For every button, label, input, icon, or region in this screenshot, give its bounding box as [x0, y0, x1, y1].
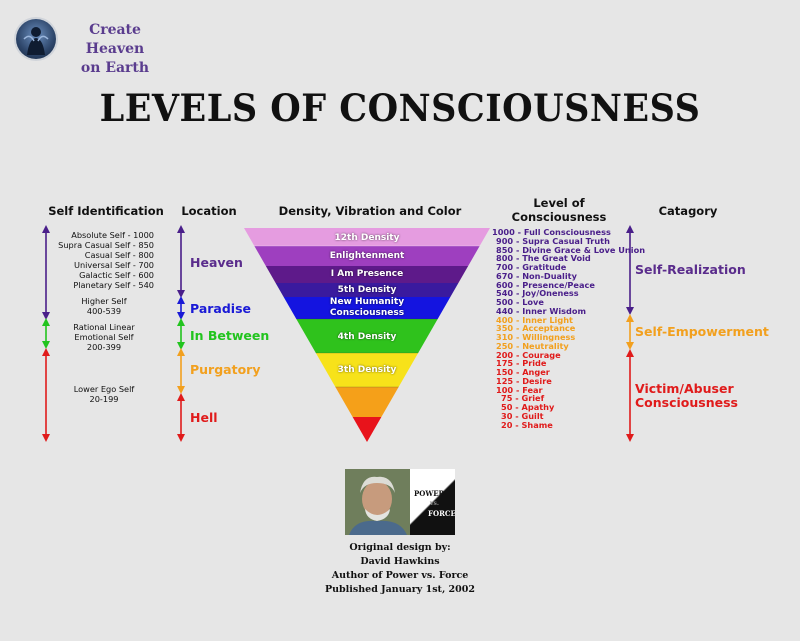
level-item: 30 - Guilt [501, 410, 544, 421]
credit-line-2: David Hawkins [360, 556, 440, 567]
density-band-12th [244, 228, 490, 246]
level-item: 200 - Courage [496, 349, 561, 360]
location-hell: Hell [190, 410, 218, 425]
brand-name: Create Heaven on Earth [60, 21, 170, 78]
category-self-empowerment: Self-Empowerment [635, 325, 769, 339]
level-item: 600 - Presence/Peace [496, 279, 595, 290]
self-id-line: Rational Linear [73, 322, 135, 332]
self-id-line: Absolute Self - 1000 [71, 230, 154, 240]
self-id-line: 400-539 [86, 306, 122, 316]
level-item: 800 - The Great Void [496, 253, 591, 264]
credit-line-3: Author of Power vs. Force [331, 570, 469, 581]
self-identification-group-2: Higher Self 400-539 [54, 296, 154, 316]
density-band-i-am-presence [244, 266, 490, 283]
density-band-enlightenment [244, 246, 490, 266]
level-item: 310 - Willingness [496, 332, 576, 342]
category-line: Consciousness [635, 395, 738, 410]
density-band-new-humanity [244, 297, 490, 319]
brand-line-2: on Earth [80, 60, 150, 76]
self-id-line: Lower Ego Self [73, 384, 135, 394]
self-id-line: Supra Casual Self - 850 [58, 240, 154, 250]
density-label-new-humanity: New Humanity [329, 297, 405, 307]
category-self-realization: Self-Realization [635, 263, 746, 277]
self-identification-group-1: Absolute Self - 1000 Supra Casual Self -… [50, 230, 154, 290]
level-item: 670 - Non-Duality [496, 270, 577, 281]
brand-logo-icon [16, 19, 56, 59]
level-item: 175 - Pride [496, 358, 547, 369]
self-id-line: Emotional Self [74, 332, 134, 342]
category-line: Self-Realization [635, 262, 746, 277]
density-label-12th: 12th Density [334, 233, 400, 243]
column-header-density: Density, Vibration and Color [278, 204, 462, 218]
self-id-line: Casual Self - 800 [84, 250, 154, 260]
self-id-line: 20-199 [89, 394, 119, 404]
self-identification-group-3: Rational Linear Emotional Self 200-399 [54, 322, 154, 352]
self-id-line: Universal Self - 700 [73, 260, 154, 270]
level-item: 850 - Divine Grace & Love Union [496, 244, 646, 255]
levels-list: 1000 - Full Consciousness 900 - Supra Ca… [492, 228, 645, 429]
location-in-between: In Between [190, 328, 270, 343]
category-line: Victim/Abuser [635, 381, 734, 396]
density-label-i-am-presence: I Am Presence [330, 269, 404, 279]
location-heaven: Heaven [190, 255, 243, 270]
level-item: 20 - Shame [501, 419, 553, 430]
credit-line-4: Published January 1st, 2002 [324, 584, 475, 595]
level-item: 150 - Anger [496, 367, 550, 377]
page-title: LEVELS OF CONSCIOUSNESS [99, 86, 701, 131]
density-band-red [244, 417, 490, 442]
category-line: Self-Empowerment [635, 324, 769, 339]
column-header-category: Catagory [658, 204, 718, 218]
level-item: 75 - Grief [501, 393, 545, 404]
density-label-consciousness: Consciousness [329, 308, 405, 318]
level-item: 125 - Desire [496, 375, 552, 386]
book-title-word-1: POWER [414, 489, 445, 498]
credit-block: Original design by: David Hawkins Author… [300, 541, 500, 597]
self-id-line: 200-399 [86, 342, 122, 352]
credit-line-1: Original design by: [349, 542, 451, 553]
category-victim-abuser: Victim/Abuser Consciousness [635, 382, 738, 410]
book-title-word-2: vs. [430, 500, 439, 507]
density-band-5th [244, 283, 490, 297]
density-band-orange [244, 387, 490, 417]
column-header-level: Level of Consciousness [496, 196, 622, 224]
level-item: 400 - Inner Light [496, 314, 573, 325]
book-title-word-3: FORCE [428, 509, 455, 518]
column-header-level-line-1: Level of [533, 196, 585, 210]
level-item: 50 - Apathy [501, 402, 555, 412]
level-item: 100 - Fear [496, 384, 543, 395]
column-header-self-identification: Self Identification [48, 204, 164, 218]
density-label-3th: 3th Density [337, 365, 397, 375]
self-id-line: Galactic Self - 600 [79, 270, 154, 280]
level-item: 700 - Gratitude [496, 262, 567, 272]
book-cover: POWER vs. FORCE [410, 469, 455, 535]
density-label-5th: 5th Density [337, 285, 397, 295]
level-item: 540 - Joy/Oneness [496, 288, 579, 299]
self-id-line: Planetary Self - 540 [73, 280, 154, 290]
column-header-location: Location [181, 204, 237, 218]
level-item: 900 - Supra Casual Truth [496, 235, 610, 246]
portrait-photo [345, 469, 410, 535]
self-id-line: Higher Self [81, 296, 127, 306]
density-label-enlightenment: Enlightenment [329, 251, 405, 261]
column-header-level-line-2: Consciousness [511, 210, 607, 224]
level-item: 500 - Love [496, 297, 544, 307]
level-item: 350 - Acceptance [496, 323, 576, 334]
level-item: 250 - Neutrality [496, 340, 569, 351]
location-purgatory: Purgatory [190, 362, 261, 377]
location-paradise: Paradise [190, 301, 252, 316]
self-identification-group-4: Lower Ego Self 20-199 [54, 384, 154, 404]
level-item: 1000 - Full Consciousness [492, 227, 611, 237]
density-label-4th: 4th Density [337, 332, 397, 342]
level-item: 440 - Inner Wisdom [496, 305, 587, 316]
brand-line-1: Create Heaven [85, 22, 145, 57]
